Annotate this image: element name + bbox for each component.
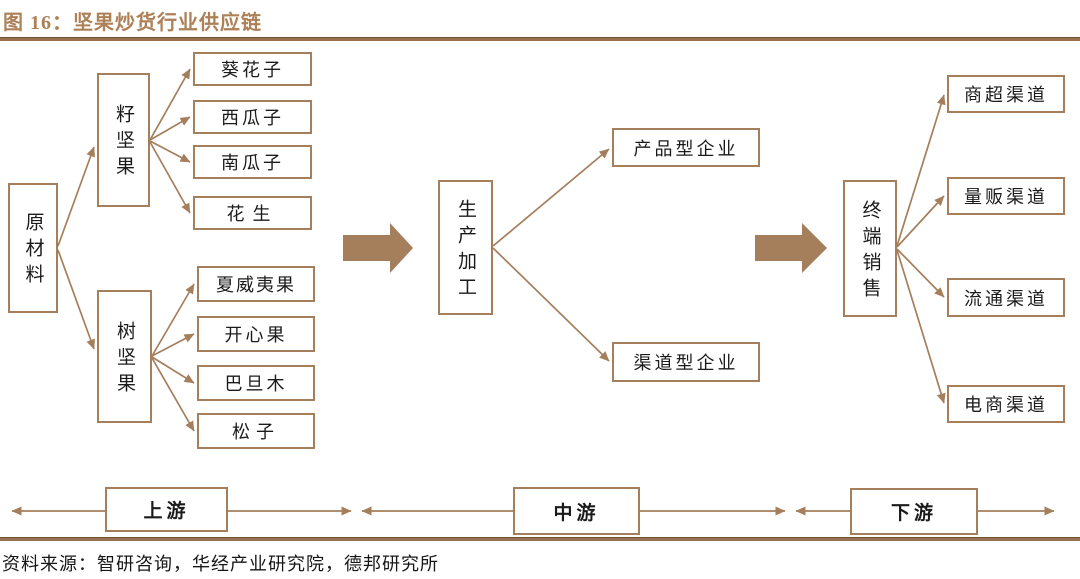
connector-terminal-1 — [896, 94, 946, 247]
node-sunflower-seeds: 葵花子 — [193, 52, 312, 86]
connector-root-to-tree — [57, 249, 95, 350]
connector-terminal-2 — [896, 195, 945, 248]
node-pumpkin-seeds: 南瓜子 — [193, 145, 312, 179]
node-distribution-channel: 流通渠道 — [947, 278, 1065, 317]
node-channel-type-enterprise: 渠道型企业 — [612, 342, 760, 382]
connector-root-to-seed — [57, 146, 95, 247]
connector-terminal-4 — [896, 249, 946, 404]
node-pistachio: 开心果 — [197, 316, 315, 352]
node-ecommerce-channel: 电商渠道 — [947, 385, 1065, 423]
connector-tree-3 — [151, 356, 195, 384]
figure-title: 图 16：坚果炒货行业供应链 — [3, 12, 262, 34]
connector-seed-2 — [149, 116, 191, 141]
connector-tree-1 — [151, 283, 195, 357]
connector-seed-3 — [149, 140, 191, 163]
footer-rule — [0, 537, 1080, 541]
node-tree-nuts: 树坚果 — [97, 290, 152, 423]
stage-upstream: 上游 — [105, 487, 228, 532]
node-raw-materials: 原材料 — [8, 183, 58, 313]
node-terminal-sales: 终端销售 — [843, 180, 897, 317]
node-macadamia: 夏威夷果 — [197, 266, 315, 302]
connector-seed-4 — [149, 141, 191, 214]
flow-arrow-2-icon — [755, 223, 827, 273]
node-supermarket-channel: 商超渠道 — [947, 75, 1065, 113]
flow-arrow-1-icon — [343, 223, 413, 273]
title-rule — [0, 37, 1080, 41]
node-wholesale-channel: 量贩渠道 — [947, 177, 1065, 215]
node-almond: 巴旦木 — [197, 365, 315, 401]
stage-midstream: 中游 — [513, 487, 640, 535]
source-note: 资料来源：智研咨询，华经产业研究院，德邦研究所 — [2, 554, 439, 574]
stage-downstream: 下游 — [850, 488, 978, 535]
node-watermelon-seeds: 西瓜子 — [193, 100, 312, 134]
node-pine-nuts: 松子 — [197, 413, 315, 449]
node-peanut: 花生 — [193, 196, 312, 230]
connector-processing-1 — [492, 148, 610, 247]
connector-seed-1 — [149, 68, 191, 141]
connector-terminal-3 — [896, 248, 945, 298]
node-seed-nuts: 籽坚果 — [97, 73, 150, 207]
connector-tree-2 — [151, 333, 195, 357]
connector-tree-4 — [151, 357, 195, 432]
connector-processing-2 — [492, 247, 610, 362]
node-product-type-enterprise: 产品型企业 — [612, 128, 760, 167]
node-production-processing: 生产加工 — [438, 180, 493, 315]
